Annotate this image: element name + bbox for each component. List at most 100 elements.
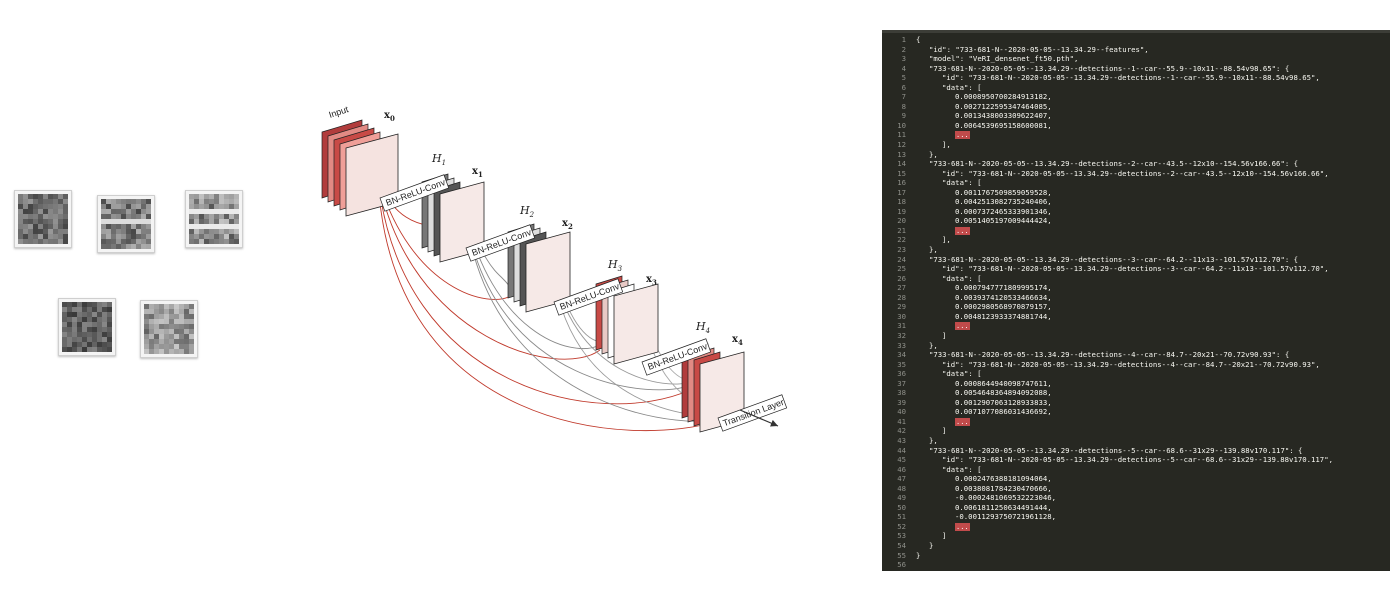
line-number: 16 (897, 178, 906, 188)
thumbnail-pixel (154, 349, 160, 354)
line-number: 37 (897, 378, 906, 388)
thumbnail-pixel (116, 199, 122, 205)
thumbnail-pixel (63, 209, 68, 215)
thumbnail-pixel (169, 319, 175, 325)
code-line: 0.0013438003309622407, (916, 111, 1390, 121)
thumbnail-pixel (131, 209, 137, 215)
editor-tab[interactable] (1032, 30, 1192, 33)
line-number: 36 (897, 369, 906, 379)
thumbnail-pixel (146, 209, 151, 215)
thumbnail-pixel (189, 309, 194, 315)
thumbnail-pixel (159, 309, 165, 315)
ellipsis-marker: ... (955, 226, 970, 235)
thumbnail-pixel (23, 239, 29, 244)
thumbnail-pixel (131, 199, 137, 205)
line-number: 41 (897, 416, 906, 426)
thumbnail-pixel (72, 337, 78, 343)
thumbnail-pixel (229, 209, 235, 215)
code-text: }, (929, 435, 938, 445)
thumbnail-pixel (144, 329, 150, 335)
thumbnail-pixel (146, 199, 151, 205)
thumbnail-pixel (204, 214, 210, 220)
thumbnail-pixel (184, 324, 190, 330)
thumbnail-pixel (219, 219, 225, 225)
line-number: 5 (901, 73, 906, 83)
thumbnail-pixel (131, 234, 137, 240)
thumbnail-pixel (136, 204, 142, 210)
code-line: ], (916, 235, 1390, 245)
thumbnail-pixel (209, 229, 215, 235)
thumbnail-pixel (107, 302, 112, 308)
thumbnail-pixel (111, 229, 117, 235)
thumbnail-pixel (111, 239, 117, 245)
thumbnail-pixel (159, 329, 165, 335)
thumbnail-pixel (111, 209, 117, 215)
thumbnail-image-2 (101, 199, 151, 249)
code-text: "id": "733-681-N--2020-05-05--13.34.29--… (942, 73, 1320, 83)
line-number: 44 (897, 445, 906, 455)
thumbnail-pixel (53, 239, 59, 244)
thumbnail-pixel (33, 214, 39, 220)
thumbnail-pixel (77, 337, 83, 343)
code-text: 0.0013438003309622407, (955, 111, 1052, 121)
thumbnail-pixel (149, 339, 155, 345)
thumbnail-pixel (87, 302, 93, 308)
thumbnail-pixel (18, 229, 24, 235)
thumbnail-pixel (63, 194, 68, 200)
thumbnail-pixel (199, 229, 205, 235)
thumbnail-pixel (101, 219, 107, 225)
thumbnail-pixel (33, 199, 39, 205)
line-number: 50 (897, 502, 906, 512)
thumbnail-pixel (102, 332, 108, 338)
thumbnail-pixel (174, 314, 180, 320)
thumbnail-pixel (126, 219, 132, 225)
code-line: "id": "733-681-N--2020-05-05--13.34.29--… (916, 455, 1390, 465)
code-line: }, (916, 436, 1390, 446)
thumbnail-pixel (154, 339, 160, 345)
thumbnail-pixel (107, 342, 112, 348)
thumbnail-pixel (62, 342, 68, 348)
thumbnail-pixel (179, 324, 185, 330)
line-number: 25 (897, 264, 906, 274)
code-line: 0.0039374120533466634, (916, 293, 1390, 303)
code-line: "data": [ (916, 465, 1390, 475)
line-number: 22 (897, 235, 906, 245)
thumbnail-pixel (43, 204, 49, 210)
thumbnail-pixel (169, 304, 175, 310)
code-line: "data": [ (916, 178, 1390, 188)
thumbnail-pixel (48, 204, 54, 210)
thumbnail-pixel (63, 239, 68, 244)
thumbnail-pixel (121, 244, 127, 249)
thumbnail-pixel (62, 307, 68, 313)
thumbnail-pixel (97, 317, 103, 323)
line-number: 3 (901, 54, 906, 64)
thumbnail-pixel (53, 204, 59, 210)
code-text: "data": [ (942, 82, 982, 92)
thumbnail-pixel (149, 319, 155, 325)
thumbnail-pixel (229, 219, 235, 225)
thumbnail-pixel (82, 312, 88, 318)
line-number: 48 (897, 483, 906, 493)
line-number: 19 (897, 206, 906, 216)
thumbnail-pixel (204, 194, 210, 200)
thumbnail-pixel (72, 342, 78, 348)
line-number: 49 (897, 493, 906, 503)
code-line: 0.0061811250634491444, (916, 503, 1390, 513)
code-text-area[interactable]: {"id": "733-681-N--2020-05-05--13.34.29-… (916, 35, 1390, 570)
thumbnail-pixel (209, 224, 215, 230)
thumbnail-pixel (189, 219, 195, 225)
thumbnail-pixel (43, 209, 49, 215)
thumbnail-pixel (72, 317, 78, 323)
thumbnail-pixel (77, 312, 83, 318)
thumbnail-pixel (184, 319, 190, 325)
line-number: 34 (897, 350, 906, 360)
thumbnail-pixel (67, 307, 73, 313)
thumbnail-pixel (62, 327, 68, 333)
thumbnail-pixel (62, 312, 68, 318)
thumbnail-pixel (121, 229, 127, 235)
thumbnail-pixel (58, 224, 64, 230)
thumbnail-pixel (58, 209, 64, 215)
thumbnail-pixel (107, 347, 112, 352)
line-number: 17 (897, 187, 906, 197)
